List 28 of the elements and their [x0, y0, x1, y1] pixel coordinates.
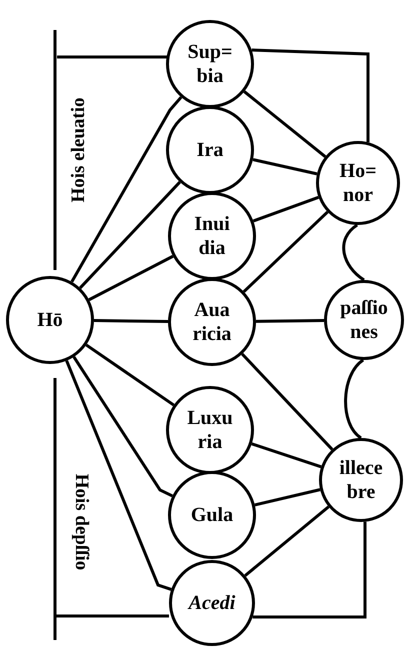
connector-line: [85, 344, 175, 406]
connector-line: [72, 356, 173, 498]
connector-line: [252, 158, 318, 176]
bracket-label: Hois depſſio: [70, 474, 92, 570]
connector-line: [243, 90, 326, 158]
connector-line: [242, 210, 329, 293]
node-label: Sup= bia: [186, 40, 234, 88]
connector-line: [244, 506, 330, 577]
connector-line: [342, 224, 365, 282]
node-label: Ira: [196, 138, 224, 162]
node-label: Gula: [190, 503, 234, 527]
node-label: illece bre: [338, 456, 384, 504]
connector-line: [344, 358, 364, 440]
connector-line: [79, 181, 181, 289]
node-label: Acedi: [188, 591, 236, 615]
node-label: Ho= nor: [338, 159, 378, 207]
connector-line: [256, 319, 324, 323]
node-label: Aua ricia: [192, 298, 232, 346]
connector-line: [88, 254, 174, 302]
node-label: Inui dia: [193, 212, 231, 260]
node-label: paſſio nes: [339, 296, 389, 344]
connector-line: [94, 319, 168, 323]
connector-line: [254, 488, 320, 506]
node-label: Hō: [37, 308, 63, 332]
connector-line: [241, 352, 334, 450]
node-label: Luxu ria: [186, 406, 234, 454]
bracket-label: Hois eleuatio: [68, 97, 90, 203]
connector-line: [70, 96, 182, 283]
